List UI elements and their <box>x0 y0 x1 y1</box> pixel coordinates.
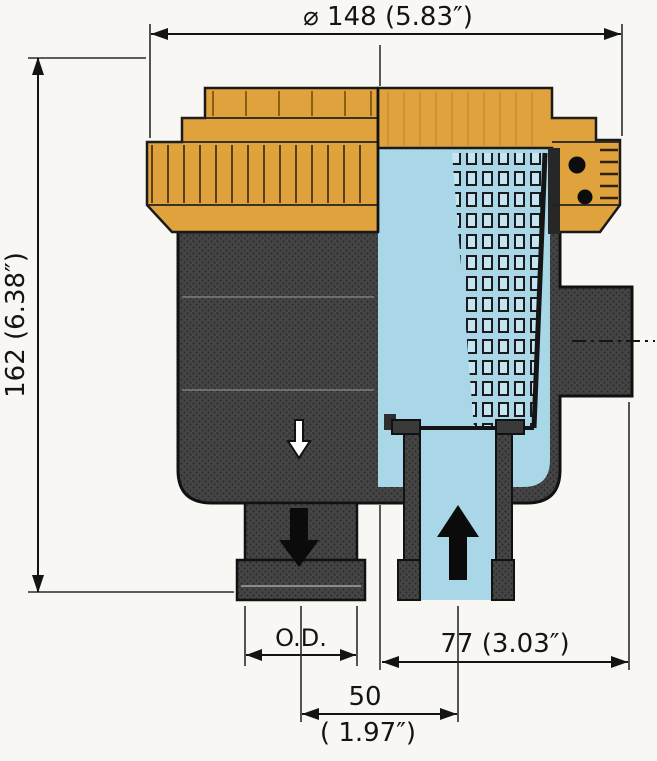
o-ring-lower <box>577 189 593 205</box>
lid-seams <box>147 117 620 206</box>
riser-flange-right <box>495 419 525 435</box>
lid-thread-band <box>548 148 560 234</box>
filter-basket <box>384 152 548 430</box>
pipe-spacing-dimension: 50 ( 1.97″) <box>300 606 459 748</box>
flow-in-arrow-icon <box>437 505 479 580</box>
lid-threads <box>600 148 618 200</box>
lid-section-hatch <box>387 92 533 146</box>
lid-knurling <box>151 145 361 203</box>
o-ring-upper <box>568 156 586 174</box>
top-diameter-label: ⌀ 148 (5.83″) <box>303 2 473 32</box>
internal-flow-arrow-icon <box>286 419 312 460</box>
top-diameter-dimension: ⌀ 148 (5.83″) <box>149 2 623 138</box>
port-offset-dimension: 77 (3.03″) <box>382 402 630 670</box>
height-dimension: 162 (6.38″) <box>1 57 234 593</box>
pipe-spacing-mm-label: 50 <box>348 682 381 712</box>
port-offset-label: 77 (3.03″) <box>440 629 569 659</box>
height-label: 162 (6.38″) <box>1 252 31 398</box>
pipe-spacing-in-label: ( 1.97″) <box>320 718 416 748</box>
riser-flange-left <box>391 419 421 435</box>
flow-out-arrow-icon <box>279 508 319 567</box>
lid-ribs <box>212 91 372 116</box>
basket-perforations <box>452 153 545 428</box>
basket-wall <box>531 152 548 429</box>
strainer-lid-section <box>376 86 622 234</box>
